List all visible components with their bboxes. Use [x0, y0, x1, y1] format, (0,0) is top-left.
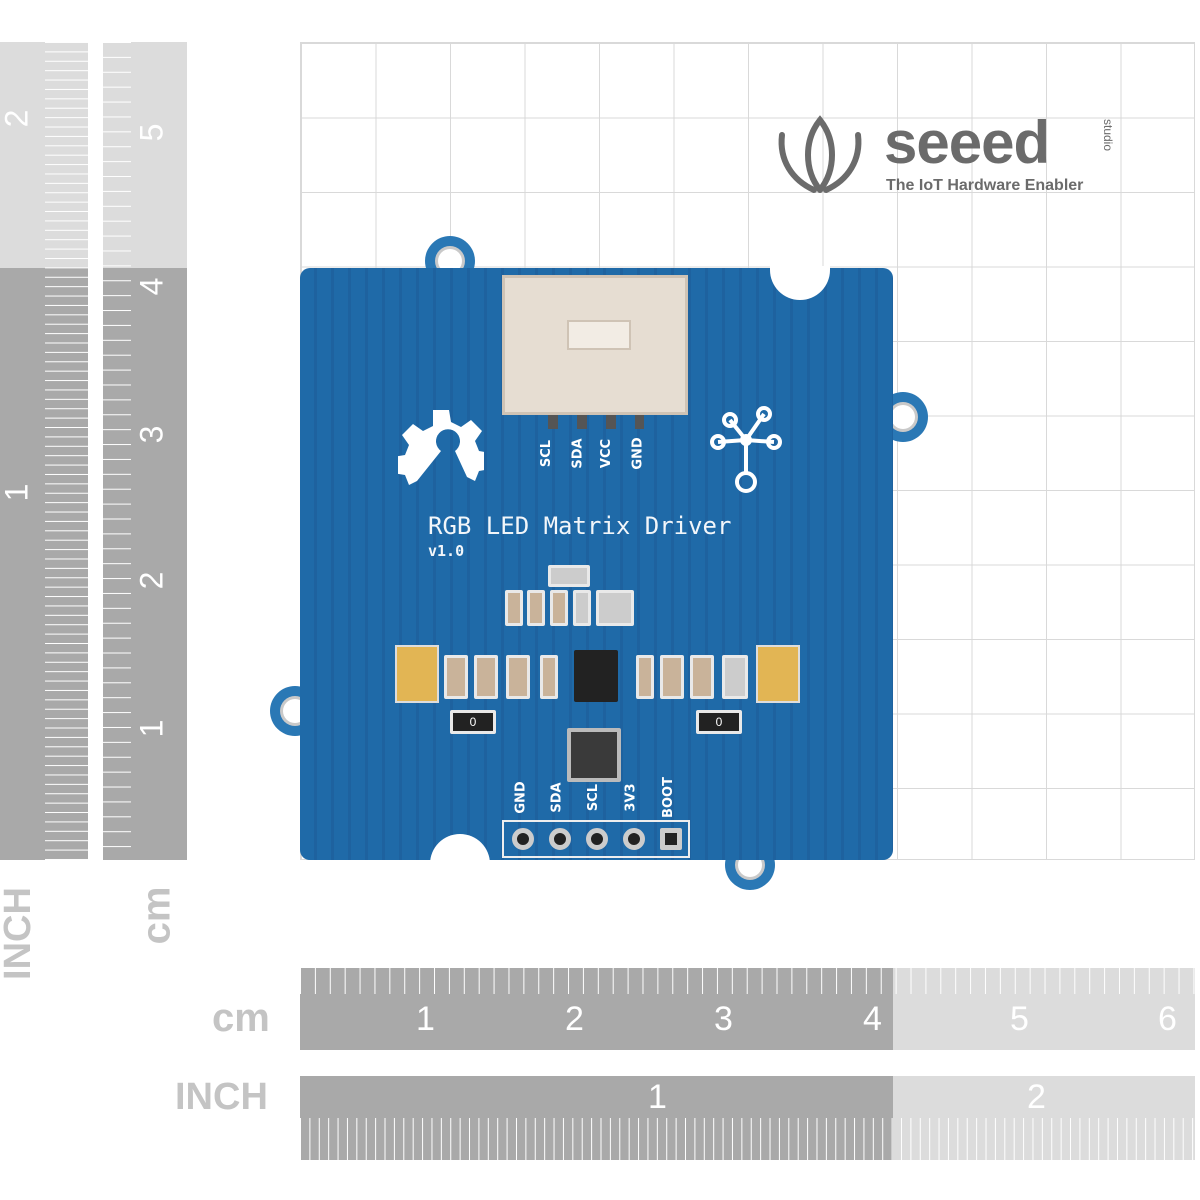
cm-unit-vertical: cm	[134, 886, 179, 945]
capacitor	[660, 655, 684, 699]
inch-label-2: 2	[1027, 1078, 1046, 1116]
cm-label-3: 3	[133, 425, 170, 444]
cm-unit-horizontal: cm	[212, 996, 270, 1040]
brand-tagline: The IoT Hardware Enabler	[886, 177, 1084, 194]
pin-label-gnd: GND	[630, 437, 646, 470]
brand-suffix: studio	[1101, 118, 1116, 152]
capacitor	[444, 655, 468, 699]
header-label-boot: BOOT	[660, 777, 676, 818]
inch-label-2: 2	[0, 109, 35, 128]
resistor	[550, 590, 568, 626]
seeed-logo	[774, 115, 866, 200]
cm-label-5: 5	[1010, 1000, 1029, 1038]
zero-ohm-resistor: 0	[696, 710, 742, 734]
pin-label-scl: SCL	[539, 439, 555, 468]
pin-header	[502, 820, 690, 858]
header-label-sda: SDA	[549, 782, 565, 813]
inch-ruler-horizontal: 1 2	[300, 1076, 1195, 1160]
smd-pads	[573, 590, 591, 626]
resistor	[527, 590, 545, 626]
cm-label-2: 2	[133, 571, 170, 590]
header-label-3v3: 3V3	[623, 783, 639, 812]
connector-pins	[548, 415, 644, 429]
board-title: RGB LED Matrix Driver	[428, 512, 732, 540]
cm-label-4: 4	[133, 277, 170, 296]
driver-ic	[574, 650, 618, 702]
board-notch	[770, 266, 830, 300]
cm-label-1: 1	[133, 719, 170, 738]
capacitor	[636, 655, 654, 699]
cm-label-2: 2	[565, 1000, 584, 1038]
board-version: v1.0	[428, 542, 465, 560]
resistor	[505, 590, 523, 626]
capacitor	[506, 655, 530, 699]
inductor	[567, 728, 621, 782]
zero-ohm-resistor: 0	[450, 710, 496, 734]
grove-network-icon	[710, 406, 782, 493]
capacitor	[474, 655, 498, 699]
inch-label-1: 1	[0, 483, 35, 502]
cm-label-6: 6	[1158, 1000, 1177, 1038]
board-notch	[430, 834, 490, 864]
inch-unit-horizontal: INCH	[175, 1076, 268, 1118]
grove-connector	[502, 275, 688, 415]
tantalum-capacitor	[395, 645, 439, 703]
header-label-gnd: GND	[513, 781, 529, 814]
tantalum-capacitor	[756, 645, 800, 703]
seeed-leaf-icon	[778, 115, 862, 193]
inch-ruler-vertical: 2 1	[0, 42, 88, 860]
smd-pads	[548, 565, 590, 587]
brand-name: seeed	[884, 109, 1050, 176]
cm-label-5: 5	[133, 123, 170, 142]
capacitor	[722, 655, 748, 699]
inch-label-1: 1	[648, 1078, 667, 1116]
cm-label-4: 4	[863, 1000, 882, 1038]
pin-label-vcc: VCC	[599, 438, 615, 469]
inch-unit-vertical: INCH	[0, 887, 39, 980]
cm-label-1: 1	[416, 1000, 435, 1038]
open-hardware-gear-icon	[398, 410, 484, 485]
cm-label-3: 3	[714, 1000, 733, 1038]
capacitor	[540, 655, 558, 699]
transistor	[596, 590, 634, 626]
cm-ruler-horizontal: 1 2 3 4 5 6	[300, 968, 1195, 1050]
cm-ruler-vertical: 5 4 3 2 1	[103, 42, 187, 860]
header-label-scl: SCL	[586, 783, 602, 812]
pin-label-sda: SDA	[570, 438, 586, 469]
capacitor	[690, 655, 714, 699]
